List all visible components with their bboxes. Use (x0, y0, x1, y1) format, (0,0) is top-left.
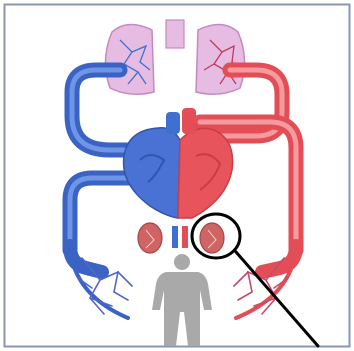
left-lung (105, 24, 154, 94)
right-heart (124, 128, 180, 218)
renal-vessel-red (182, 226, 188, 248)
lungs (105, 20, 244, 94)
left-kidney (138, 223, 162, 253)
left-heart (178, 128, 233, 218)
renal-vessel-blue (172, 226, 178, 248)
kidneys (138, 223, 224, 253)
body-silhouette (152, 254, 212, 346)
trachea (166, 20, 184, 48)
right-kidney (200, 223, 224, 253)
